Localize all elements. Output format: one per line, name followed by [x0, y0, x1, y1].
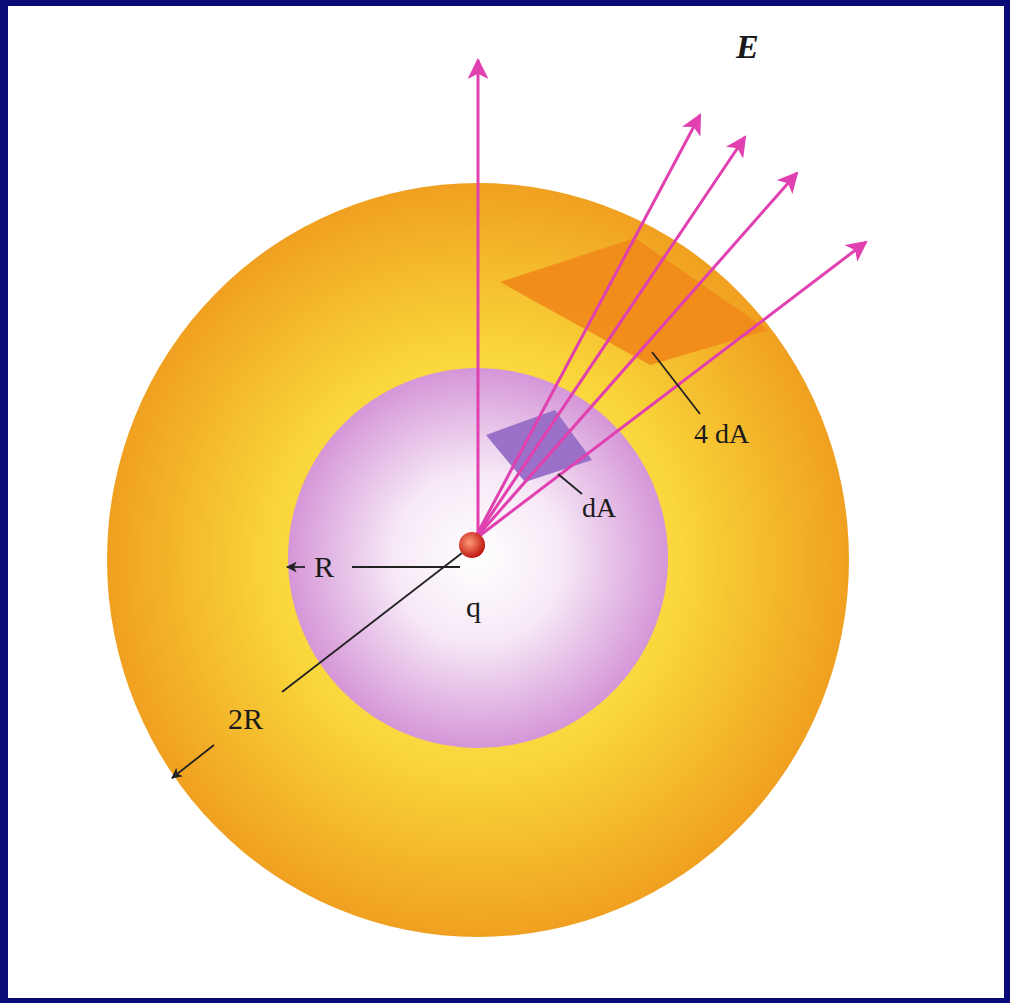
- point-charge: [459, 532, 485, 558]
- figure-label: 4 dA: [694, 420, 749, 448]
- figure-label: E: [736, 30, 759, 64]
- field-lines: [474, 60, 866, 540]
- figure-label: 2R: [228, 704, 263, 734]
- figure-label: dA: [582, 494, 616, 522]
- leader-lines: [172, 352, 700, 778]
- figure-label: R: [314, 552, 334, 582]
- figure-label: q: [466, 592, 481, 622]
